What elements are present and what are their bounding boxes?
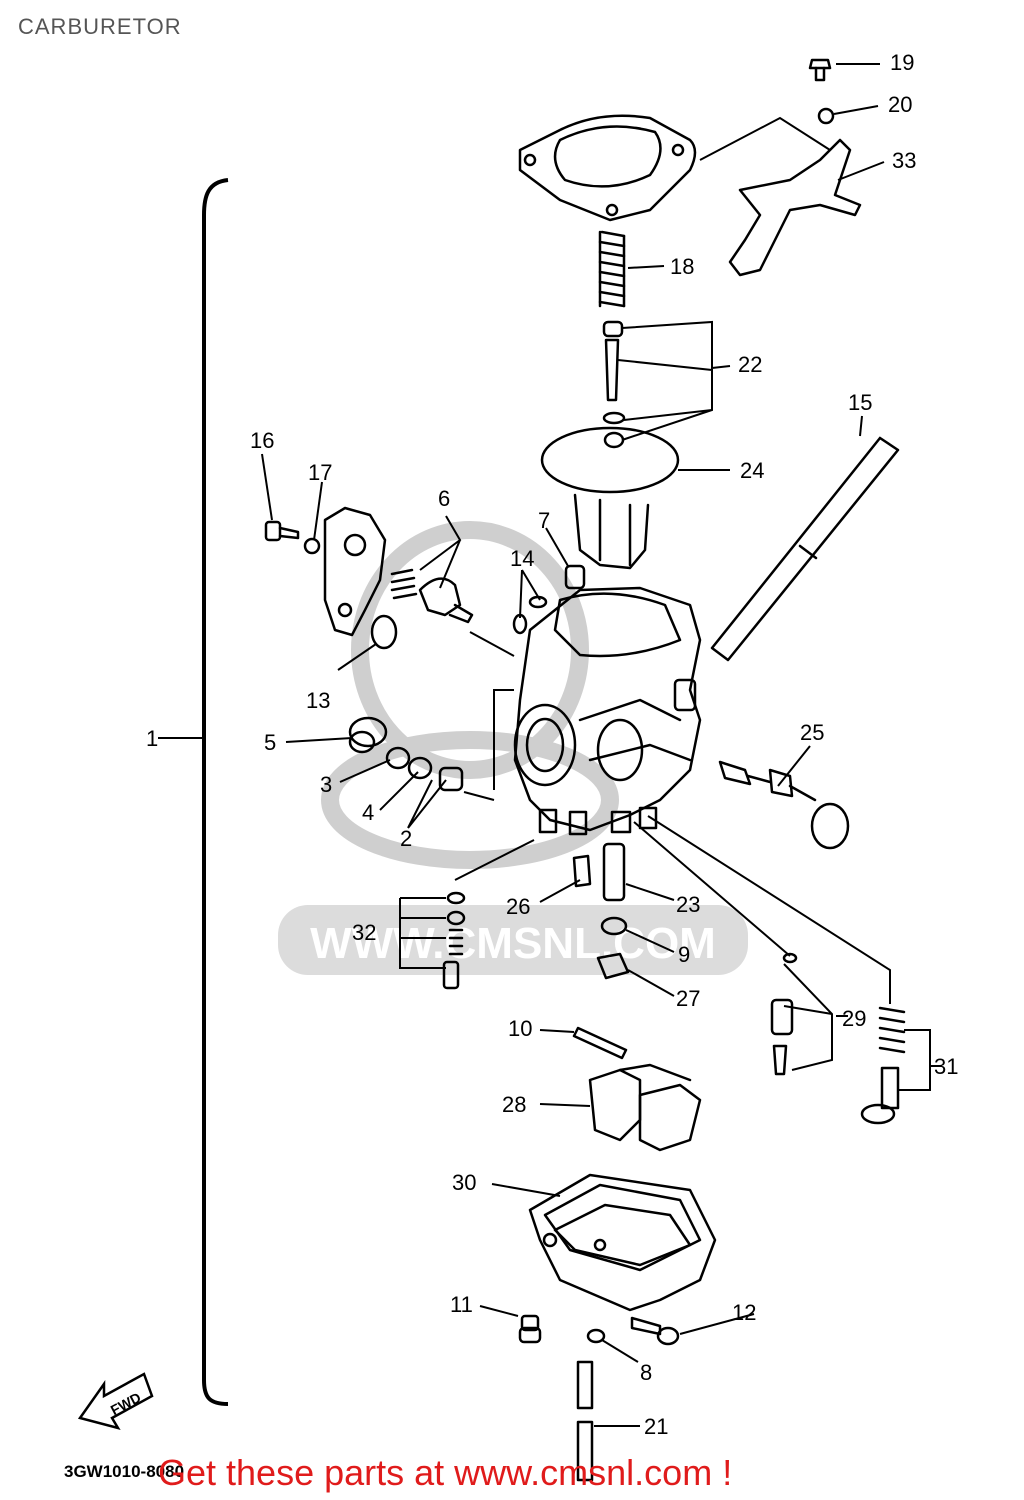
callout-12: 12	[732, 1300, 756, 1325]
callout-8: 8	[640, 1360, 652, 1385]
screw-16	[264, 520, 300, 542]
plug-2	[438, 766, 464, 792]
throttle-bracket	[728, 138, 862, 277]
spring-18	[598, 230, 626, 308]
callout-29: 29	[842, 1006, 866, 1031]
drain-hose	[576, 1360, 594, 1482]
washer-9	[600, 916, 628, 936]
jet-holder	[596, 952, 630, 980]
callout-32: 32	[352, 920, 376, 945]
seal-5	[348, 716, 388, 754]
callout-26: 26	[506, 894, 530, 919]
leader-lines	[158, 63, 942, 1427]
o-ring-14	[512, 595, 548, 635]
throttle-rod	[710, 436, 900, 662]
o-ring-13	[370, 614, 398, 650]
callout-1: 1	[146, 726, 158, 751]
callout-25: 25	[800, 720, 824, 745]
callout-21: 21	[644, 1414, 668, 1439]
starter-plunger	[718, 760, 850, 850]
callout-28: 28	[502, 1092, 526, 1117]
screw-12	[630, 1316, 680, 1346]
drawing-code: 3GW1010-8080	[64, 1462, 185, 1481]
callout-5: 5	[264, 730, 276, 755]
callout-22: 22	[738, 352, 762, 377]
carburetor-body	[513, 586, 702, 836]
float	[588, 1063, 702, 1152]
callout-11: 11	[450, 1292, 473, 1317]
main-jet	[572, 854, 592, 888]
callout-19: 19	[890, 50, 914, 75]
callout-20: 20	[888, 92, 912, 117]
nut-20	[817, 107, 835, 125]
callout-14: 14	[510, 546, 534, 571]
callout-3: 3	[320, 772, 332, 797]
callout-2: 2	[400, 826, 412, 851]
coasting-enricher-cover	[323, 506, 387, 637]
assembly-bracket	[202, 178, 229, 1406]
callout-31: 31	[934, 1054, 958, 1079]
page-title: CARBURETOR	[18, 14, 182, 39]
callout-13: 13	[306, 688, 330, 713]
callout-4: 4	[362, 800, 374, 825]
washer-4	[407, 756, 433, 780]
callout-15: 15	[848, 390, 872, 415]
float-pin	[572, 1026, 628, 1060]
callout-18: 18	[670, 254, 694, 279]
float-chamber	[528, 1173, 717, 1312]
plug-7	[564, 564, 586, 590]
callout-17: 17	[308, 460, 332, 485]
pilot-screw-set	[442, 891, 466, 990]
callout-7: 7	[538, 508, 550, 533]
callout-33: 33	[892, 148, 916, 173]
callout-10: 10	[508, 1016, 532, 1041]
callout-30: 30	[452, 1170, 476, 1195]
callout-9: 9	[678, 942, 690, 967]
promo-link[interactable]: Get these parts at www.cmsnl.com !	[158, 1452, 733, 1493]
needle-valve	[770, 952, 798, 1076]
washer-3	[385, 746, 411, 770]
callout-24: 24	[740, 458, 764, 483]
callout-labels: 19 20 33 18 22 15 16 24 17 6 7 14 13 25 …	[146, 50, 958, 1439]
needle-jet	[602, 842, 626, 902]
clamp-8	[586, 1328, 606, 1344]
watermark-text: WWW.CMSNL.COM	[310, 919, 716, 968]
screw-11	[518, 1314, 542, 1344]
carburetor-top-cover	[518, 114, 697, 222]
callout-16: 16	[250, 428, 274, 453]
watermark: WWW.CMSNL.COM	[278, 521, 748, 975]
pilot-screw-31	[860, 1006, 906, 1125]
diaphragm-piston	[540, 426, 680, 570]
callout-6: 6	[438, 486, 450, 511]
washer-17	[303, 537, 321, 555]
screw-19	[808, 58, 832, 82]
jet-needle-set	[602, 320, 626, 449]
callout-23: 23	[676, 892, 700, 917]
enricher-diaphragm	[390, 568, 474, 624]
callout-27: 27	[676, 986, 700, 1011]
fwd-arrow-icon: FWD	[77, 1372, 154, 1430]
